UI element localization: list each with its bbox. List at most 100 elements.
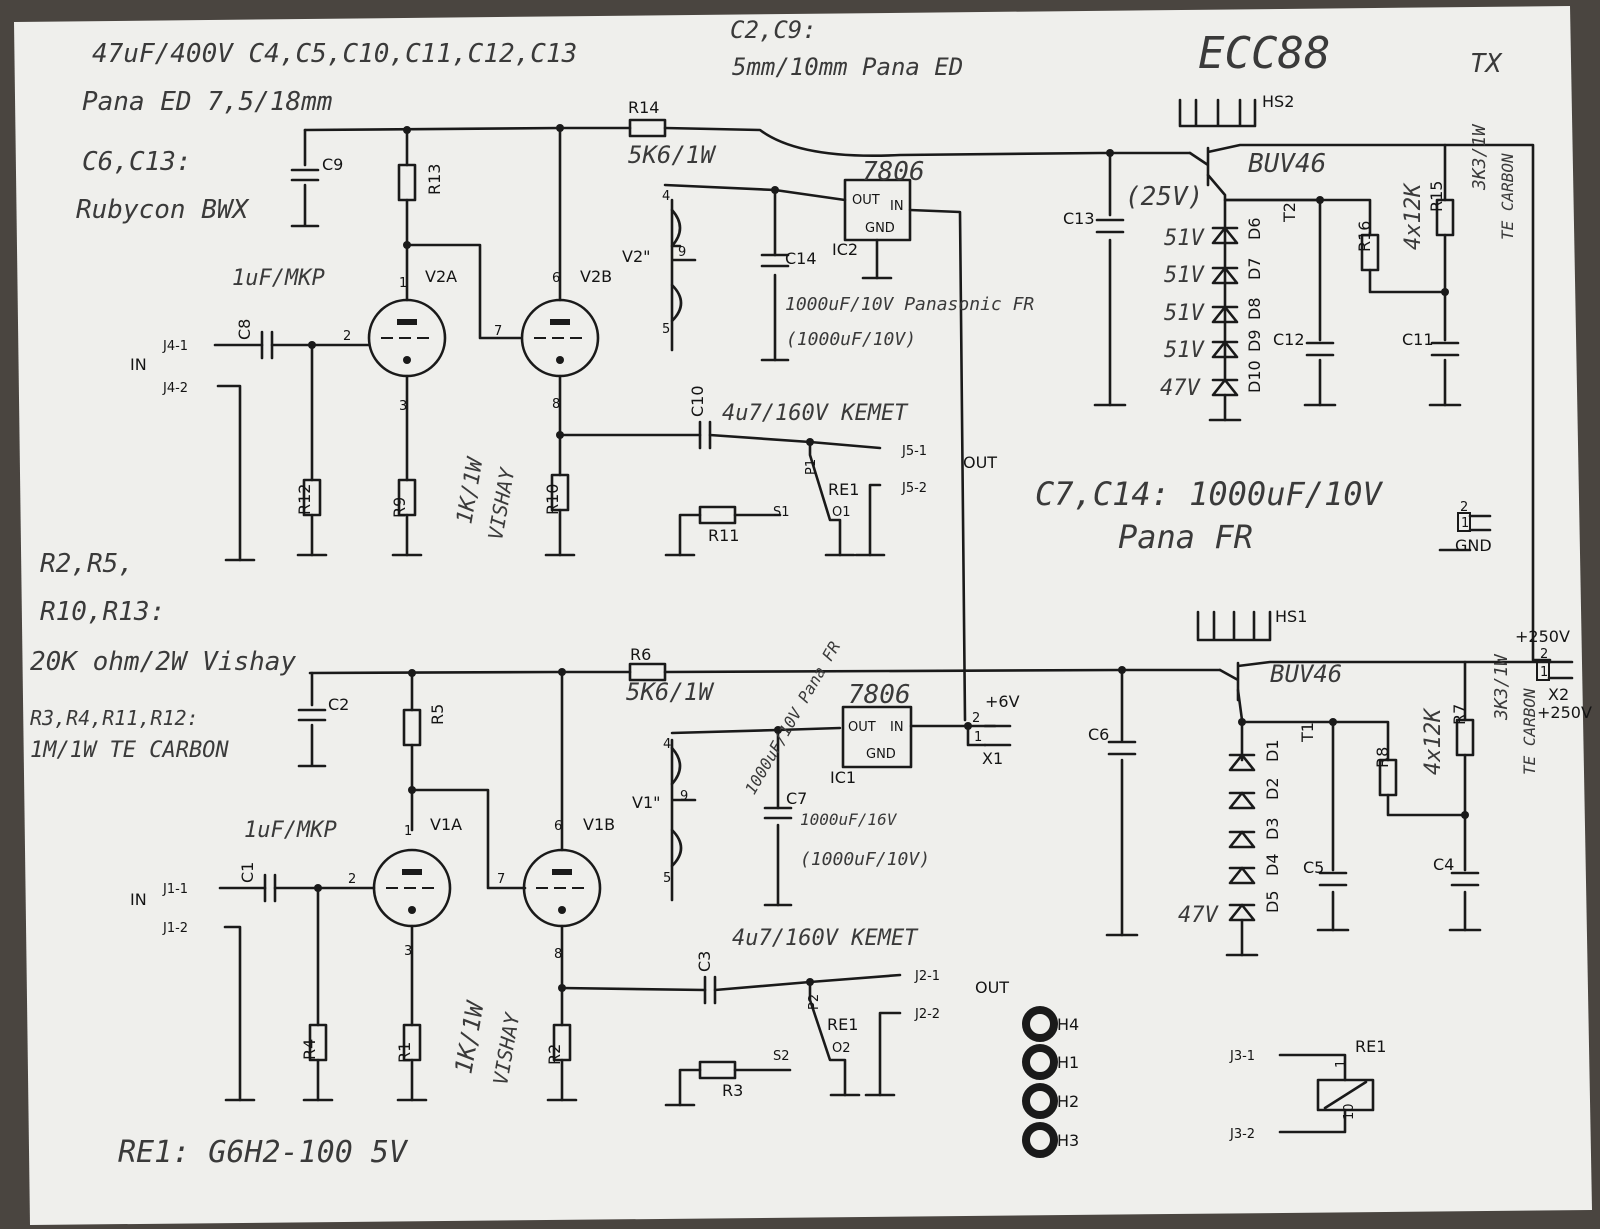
label-c11: C11 bbox=[1402, 330, 1434, 349]
pin-v1b-7: 7 bbox=[497, 872, 505, 887]
label-t1: T1 bbox=[1298, 722, 1317, 743]
r1-resistor bbox=[402, 1023, 422, 1062]
label-r4: R4 bbox=[300, 1039, 319, 1060]
label-v1-heater: V1" bbox=[632, 793, 660, 812]
label-h1: H1 bbox=[1057, 1053, 1079, 1072]
pin-v2b-7: 7 bbox=[494, 324, 502, 339]
label-o1: O1 bbox=[832, 505, 851, 520]
label-v1b: V1B bbox=[583, 815, 615, 834]
mounting-holes bbox=[1022, 1006, 1058, 1158]
r2-resistor bbox=[552, 1023, 572, 1062]
note-r-spec: 20K ohm/2W Vishay bbox=[30, 647, 296, 677]
note-r14: 5K6/1W bbox=[628, 141, 717, 169]
hs2-heatsink bbox=[1178, 98, 1257, 128]
label-c1: C1 bbox=[238, 862, 257, 883]
label-d2: D2 bbox=[1263, 778, 1282, 801]
label-gnd: GND bbox=[1455, 536, 1492, 555]
label-r11: R11 bbox=[708, 526, 739, 545]
pin-coil-10: 10 bbox=[1342, 1103, 1357, 1120]
note-buv-top: BUV46 bbox=[1248, 149, 1326, 179]
note-r7: 3K3/1W bbox=[1491, 653, 1512, 721]
label-re1-bottom: RE1 bbox=[827, 1015, 858, 1034]
label-r13: R13 bbox=[425, 164, 444, 195]
psu-bottom bbox=[1105, 610, 1552, 957]
r9-resistor bbox=[397, 478, 417, 517]
label-d9: D9 bbox=[1245, 330, 1264, 353]
label-j4-2: J4-2 bbox=[162, 381, 188, 396]
pin-v1h-4: 4 bbox=[663, 737, 671, 752]
label-s1: S1 bbox=[773, 505, 790, 520]
label-x1: X1 bbox=[982, 749, 1003, 768]
paper-sheet bbox=[14, 6, 1592, 1225]
ic2-out-label: OUT bbox=[852, 193, 880, 208]
handwritten-notes: 47uF/400V C4,C5,C10,C11,C12,C13 Pana ED … bbox=[30, 16, 1539, 1170]
label-plus250-bottom: +250V bbox=[1537, 703, 1592, 722]
label-c8: C8 bbox=[235, 319, 254, 340]
junctions bbox=[308, 124, 972, 992]
label-j5-1: J5-1 bbox=[901, 444, 927, 459]
label-c4: C4 bbox=[1433, 855, 1454, 874]
label-r5: R5 bbox=[428, 704, 447, 725]
label-x2: X2 bbox=[1548, 685, 1569, 704]
pin-v2h-5: 5 bbox=[662, 322, 670, 337]
note-c6c13: C6,C13: bbox=[82, 147, 192, 177]
note-c10: 4u7/160V KEMET bbox=[722, 401, 909, 426]
label-j5-2: J5-2 bbox=[901, 481, 927, 496]
label-d3: D3 bbox=[1263, 818, 1282, 841]
label-plus6v: +6V bbox=[985, 692, 1020, 711]
pin-v1b-8: 8 bbox=[554, 947, 562, 962]
zener-stack-top bbox=[1208, 226, 1242, 422]
note-c3: 4u7/160V KEMET bbox=[732, 926, 919, 951]
label-d8: D8 bbox=[1245, 298, 1264, 321]
note-c1: 1uF/MKP bbox=[244, 818, 337, 843]
label-r15: R15 bbox=[1427, 181, 1446, 212]
label-j2-2: J2-2 bbox=[914, 1007, 940, 1022]
label-c12: C12 bbox=[1273, 330, 1305, 349]
channel-bottom bbox=[218, 662, 1222, 1107]
note-zener-47-top: 47V bbox=[1160, 376, 1201, 401]
ic1-out-label: OUT bbox=[848, 720, 876, 735]
label-r6: R6 bbox=[630, 645, 651, 664]
label-d10: D10 bbox=[1245, 360, 1264, 393]
label-j1-1: J1-1 bbox=[162, 882, 188, 897]
label-j2-1: J2-1 bbox=[914, 969, 940, 984]
psu-top bbox=[1093, 98, 1552, 662]
label-r12: R12 bbox=[295, 484, 314, 515]
label-p1: P1 bbox=[804, 459, 819, 475]
label-re1-top: RE1 bbox=[828, 480, 859, 499]
pin-v2a-3: 3 bbox=[399, 399, 407, 414]
note-pana-ed-2: 5mm/10mm Pana ED bbox=[732, 53, 963, 81]
note-r6: 5K6/1W bbox=[626, 678, 715, 706]
r6-resistor bbox=[628, 662, 667, 682]
label-j1-2: J1-2 bbox=[162, 921, 188, 936]
label-c5: C5 bbox=[1303, 858, 1324, 877]
pin-v2a-2: 2 bbox=[343, 329, 351, 344]
note-r10r13: R10,R13: bbox=[40, 597, 165, 627]
label-out-bottom: OUT bbox=[975, 978, 1009, 997]
pin-v1h-9: 9 bbox=[680, 789, 688, 804]
note-c8: 1uF/MKP bbox=[232, 266, 325, 291]
note-c13: (25V) bbox=[1125, 182, 1203, 212]
label-r8: R8 bbox=[1373, 747, 1392, 768]
gnd-connector bbox=[1438, 512, 1492, 552]
label-v2b: V2B bbox=[580, 267, 612, 286]
note-r16: 4x12K bbox=[1401, 182, 1426, 250]
ic1-regulator bbox=[841, 705, 913, 769]
note-zener-51-c: 51V bbox=[1164, 301, 1205, 326]
label-d7: D7 bbox=[1245, 258, 1264, 281]
r3-resistor bbox=[698, 1060, 737, 1080]
pin-coil-1: 1 bbox=[1334, 1060, 1349, 1068]
note-r7-carbon: TE CARBON bbox=[1520, 688, 1539, 775]
label-h3: H3 bbox=[1057, 1131, 1079, 1150]
label-r14: R14 bbox=[628, 98, 659, 117]
mounting-hole-h4 bbox=[1022, 1006, 1058, 1042]
label-ic1: IC1 bbox=[830, 768, 856, 787]
note-r2r5: R2,R5, bbox=[40, 549, 134, 579]
note-zener-51-d: 51V bbox=[1164, 338, 1205, 363]
label-hs2: HS2 bbox=[1262, 92, 1294, 111]
label-c13: C13 bbox=[1063, 209, 1095, 228]
label-r7: R7 bbox=[1450, 704, 1469, 725]
label-in-top: IN bbox=[130, 355, 147, 374]
